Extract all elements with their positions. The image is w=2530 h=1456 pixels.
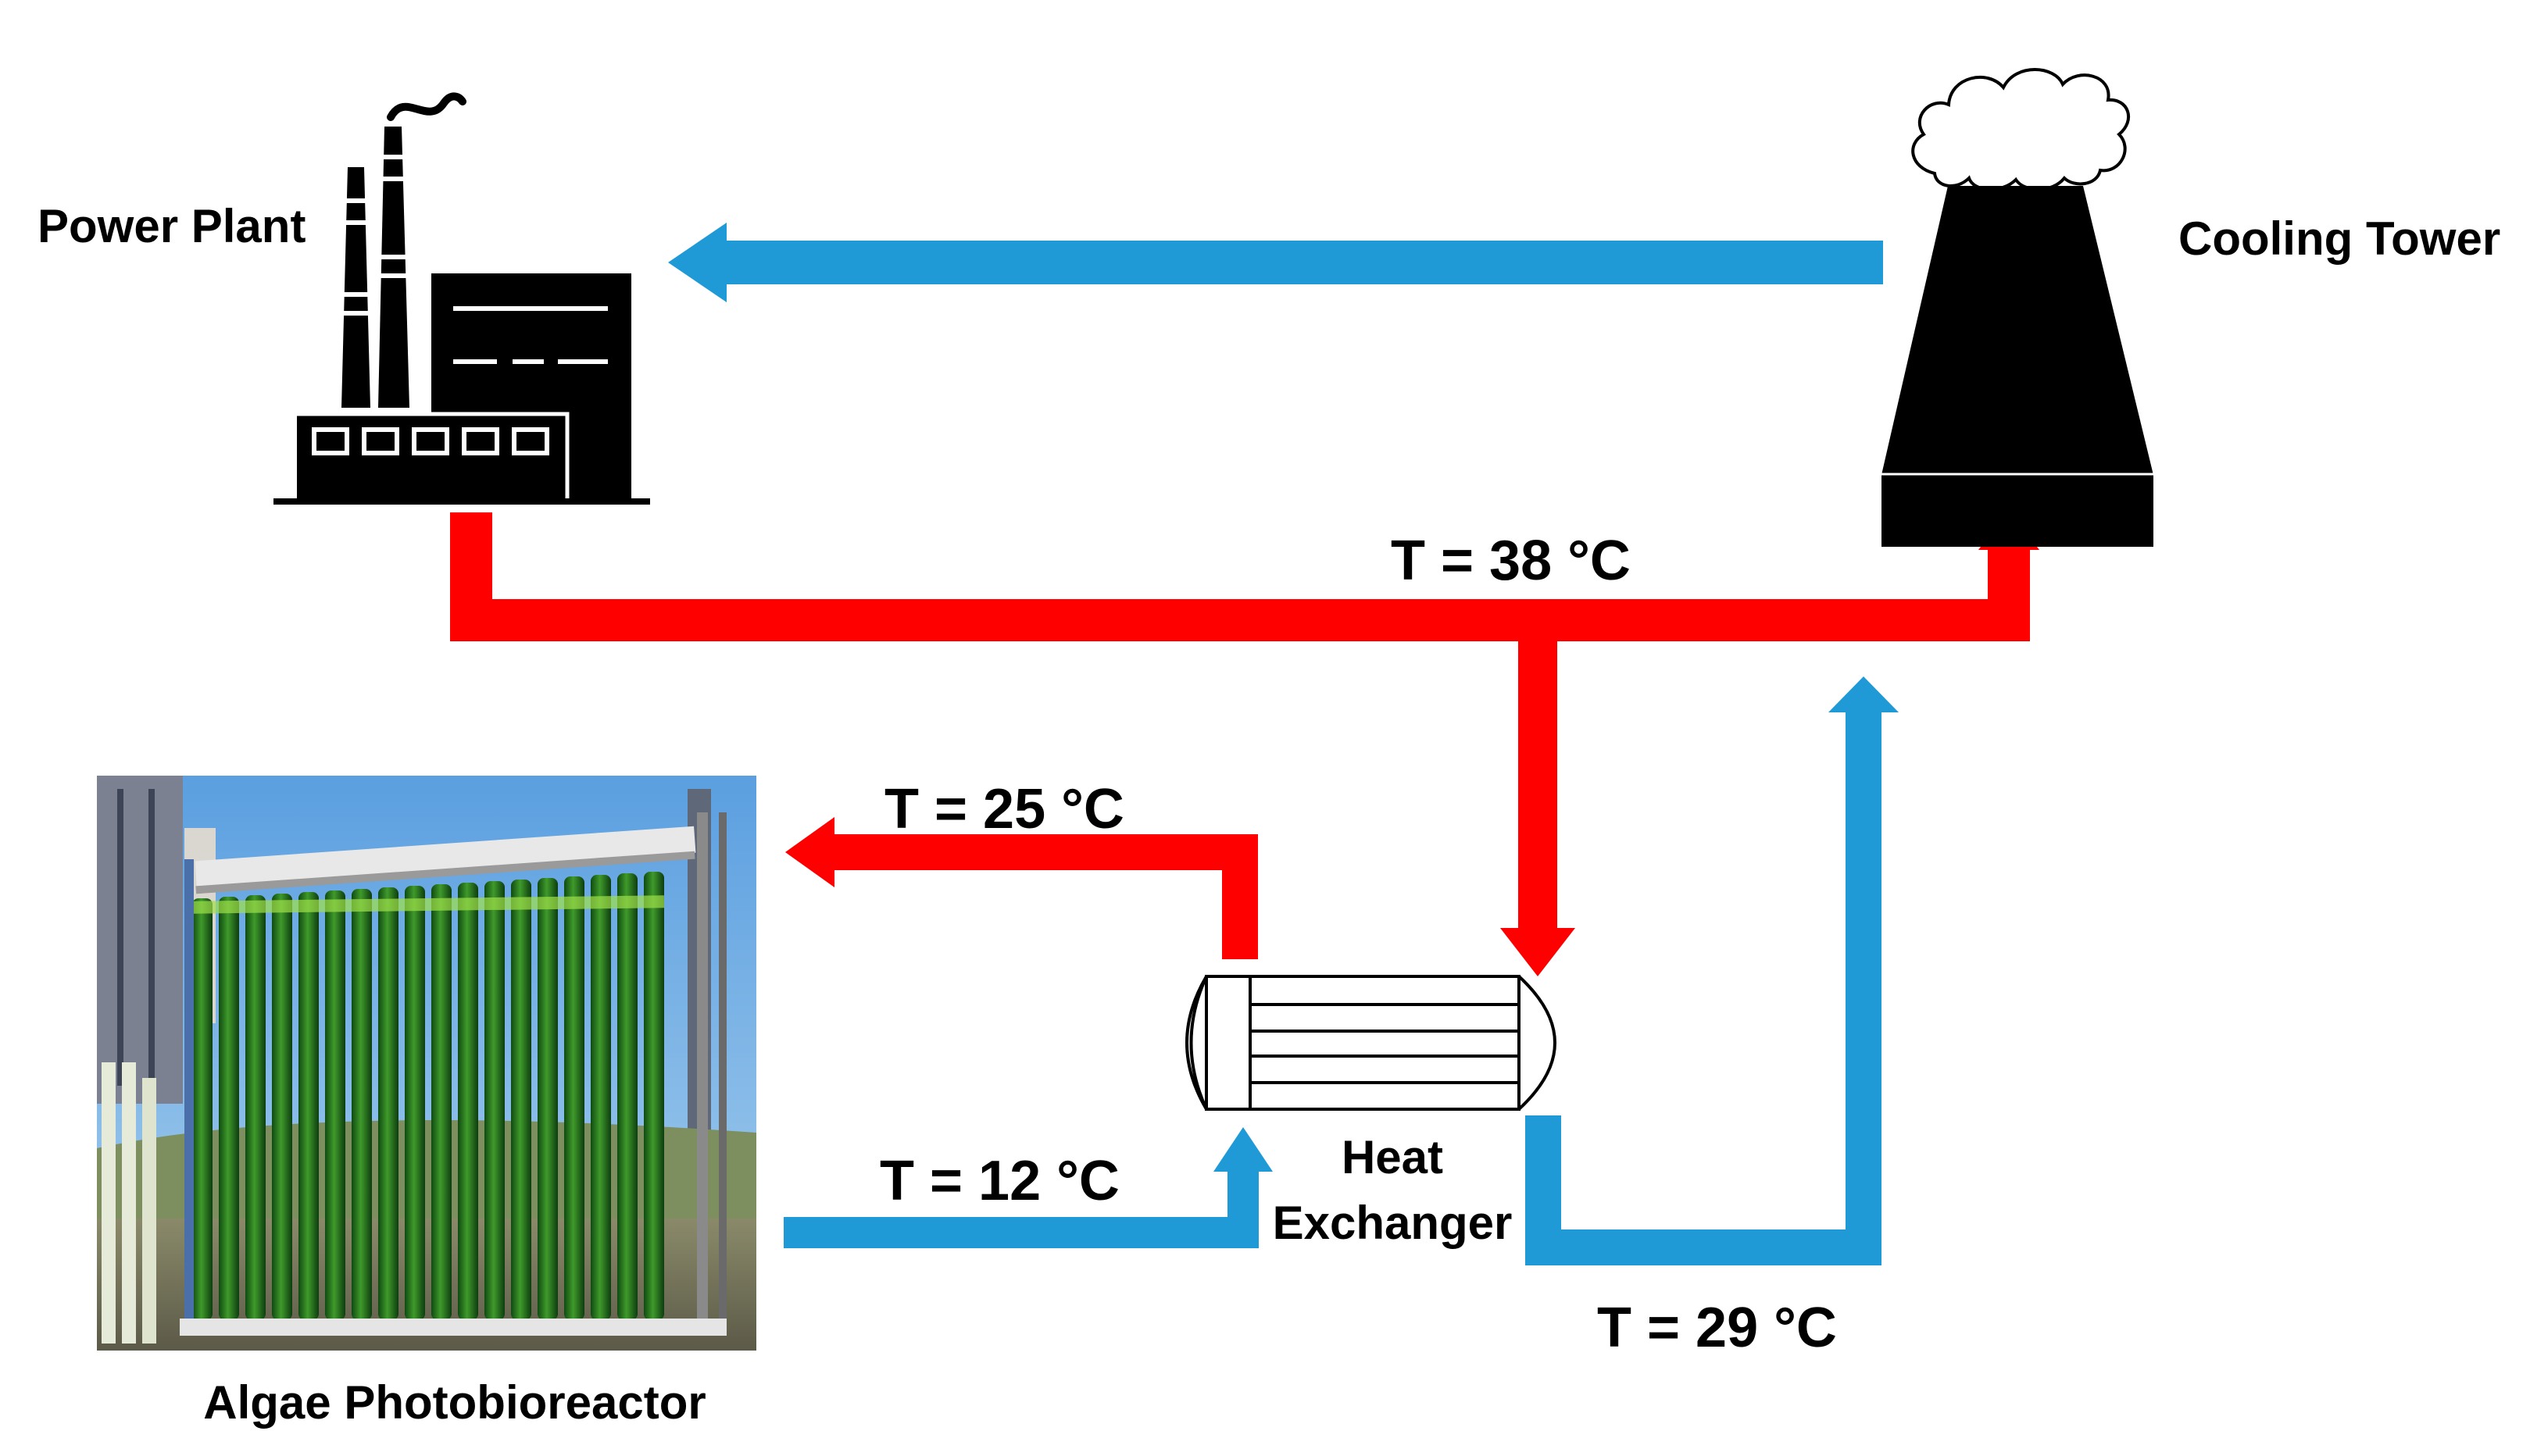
temperature-label-12: T = 12 °C: [880, 1150, 1120, 1212]
algae-tube-photobioreactor-photo: [97, 776, 756, 1351]
cold-flow-from-photobioreactor: [784, 1127, 1273, 1248]
power-plant-label: Power Plant: [38, 200, 306, 252]
hot-flow-to-photobioreactor: [785, 817, 1258, 959]
heat-exchanger-label-line2: Exchanger: [1273, 1197, 1513, 1249]
hot-main-flow-pipe: [450, 509, 2039, 641]
shell-and-tube-heat-exchanger-icon: [1185, 975, 1556, 1111]
heat-exchanger-label-line1: Heat: [1342, 1131, 1443, 1183]
cooling-tower-icon: [1881, 68, 2153, 547]
temperature-label-25: T = 25 °C: [884, 778, 1124, 840]
cooling-tower-label: Cooling Tower: [2178, 212, 2500, 265]
temperature-label-38: T = 38 °C: [1391, 530, 1631, 592]
temperature-label-29: T = 29 °C: [1597, 1297, 1837, 1359]
cold-return-flow-arrow: [668, 223, 1883, 302]
photobioreactor-label: Algae Photobioreactor: [203, 1376, 706, 1429]
cold-flow-to-cooling-tower: [1525, 676, 1899, 1265]
steam-cloud-icon: [1911, 68, 2131, 191]
algae-tube-array: [191, 872, 665, 1320]
hot-branch-to-exchanger: [1500, 639, 1575, 976]
factory-icon: [273, 92, 650, 505]
